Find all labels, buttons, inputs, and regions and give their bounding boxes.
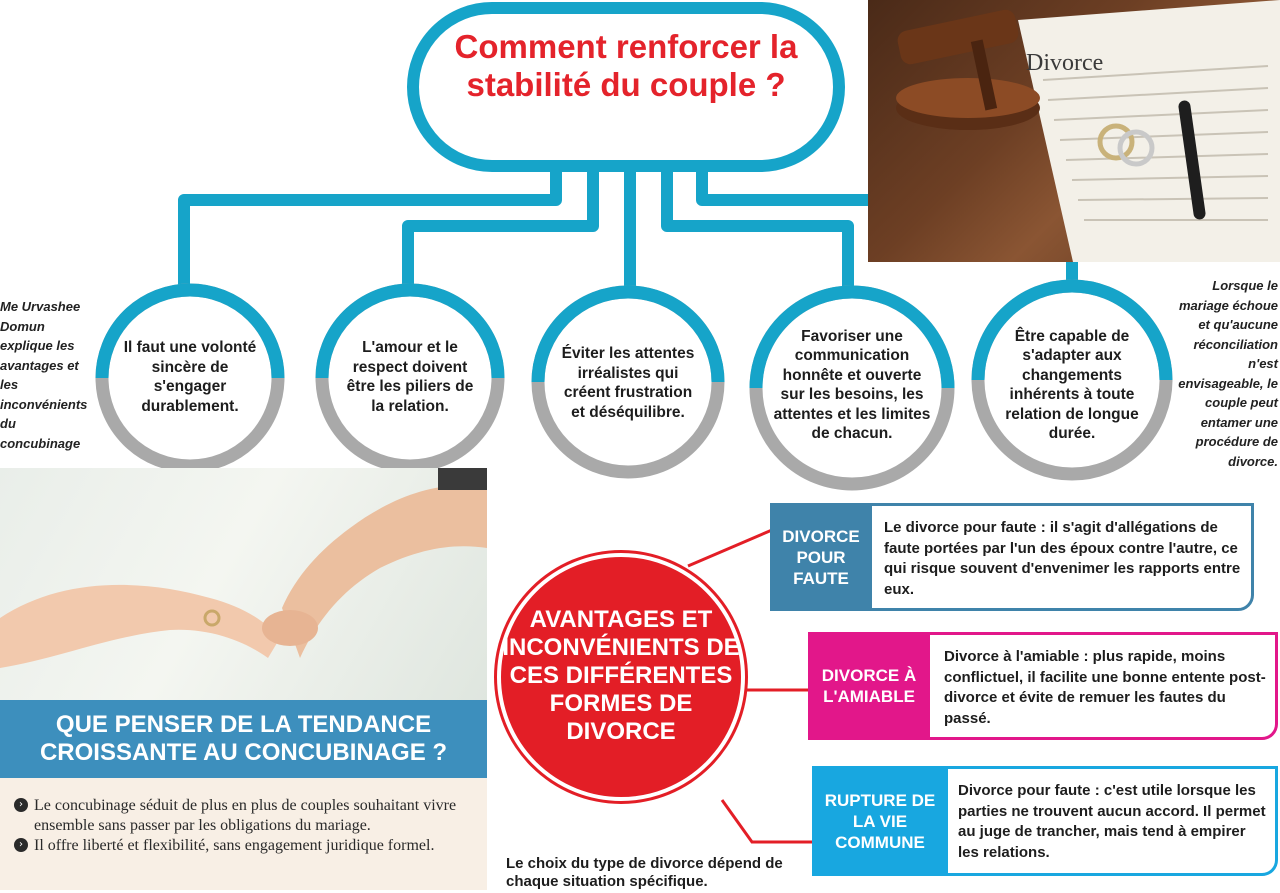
side-note-right: Lorsque le mariage échoue et qu'aucune r… bbox=[1178, 278, 1278, 469]
bullet-text: Il offre liberté et flexibilité, sans en… bbox=[34, 837, 435, 854]
pillar-text-4: Favoriser une communication honnête et o… bbox=[773, 327, 931, 443]
connector-1 bbox=[178, 158, 562, 300]
divorce-label-amiable: DIVORCE À L'AMIABLE bbox=[808, 632, 930, 740]
pillar-text-2: L'amour et le respect doivent être les p… bbox=[346, 339, 474, 415]
connector-2 bbox=[402, 158, 599, 300]
pillar-text-1: Il faut une volonté sincère de s'engager… bbox=[123, 339, 257, 415]
divorce-center-circle bbox=[497, 553, 745, 801]
divorce-text-faute: Le divorce pour faute : il s'agit d'allé… bbox=[884, 519, 1241, 598]
divorce-center-title: AVANTAGES ET INCONVÉNIENTS DE CES DIFFÉR… bbox=[502, 606, 740, 745]
red-connector-3 bbox=[720, 799, 812, 844]
concubinage-heading: QUE PENSER DE LA TENDANCE CROISSANTE AU … bbox=[0, 700, 487, 778]
arrow-right-icon: › bbox=[14, 838, 28, 852]
pillar-text-5: Être capable de s'adapter aux changement… bbox=[1005, 327, 1139, 443]
side-note-left: Me Urvashee Domun explique les avantages… bbox=[0, 299, 88, 451]
pillar-ring-5 bbox=[971, 279, 1173, 481]
divorce-choice-note: Le choix du type de divorce dépend de ch… bbox=[506, 855, 783, 890]
pillar-ring-3 bbox=[531, 285, 725, 479]
pillar-ring-1 bbox=[95, 283, 285, 473]
holding-hands-photo bbox=[0, 468, 487, 700]
connector-4 bbox=[661, 158, 854, 300]
pillar-text-3: Éviter les attentes irréalistes qui crée… bbox=[561, 345, 695, 421]
document-title: Divorce bbox=[1026, 50, 1103, 76]
arrow-right-icon: › bbox=[14, 798, 28, 812]
divorce-text-rupture: Divorce pour faute : c'est utile lorsque… bbox=[958, 782, 1266, 861]
pillar-ring-2 bbox=[315, 283, 505, 473]
gavel-illustration: Divorce bbox=[896, 0, 1280, 262]
page-title: Comment renforcer la stabilité du couple… bbox=[454, 28, 798, 103]
bullet-text: Le concubinage séduit de plus en plus de… bbox=[34, 797, 457, 834]
pillar-ring-4 bbox=[749, 285, 955, 491]
divorce-text-amiable: Divorce à l'amiable : plus rapide, moins… bbox=[944, 648, 1266, 727]
hands-illustration bbox=[0, 468, 487, 668]
divorce-label-rupture: RUPTURE DE LA VIE COMMUNE bbox=[812, 766, 948, 876]
gavel-divorce-photo: Divorce bbox=[868, 0, 1280, 262]
concubinage-bullet-1: › Le concubinage séduit de plus en plus … bbox=[14, 796, 479, 836]
concubinage-bullet-2: › Il offre liberté et flexibilité, sans … bbox=[14, 836, 479, 856]
red-connector-1 bbox=[687, 528, 773, 568]
divorce-label-faute: DIVORCE POUR FAUTE bbox=[770, 503, 872, 611]
concubinage-body bbox=[0, 778, 487, 890]
